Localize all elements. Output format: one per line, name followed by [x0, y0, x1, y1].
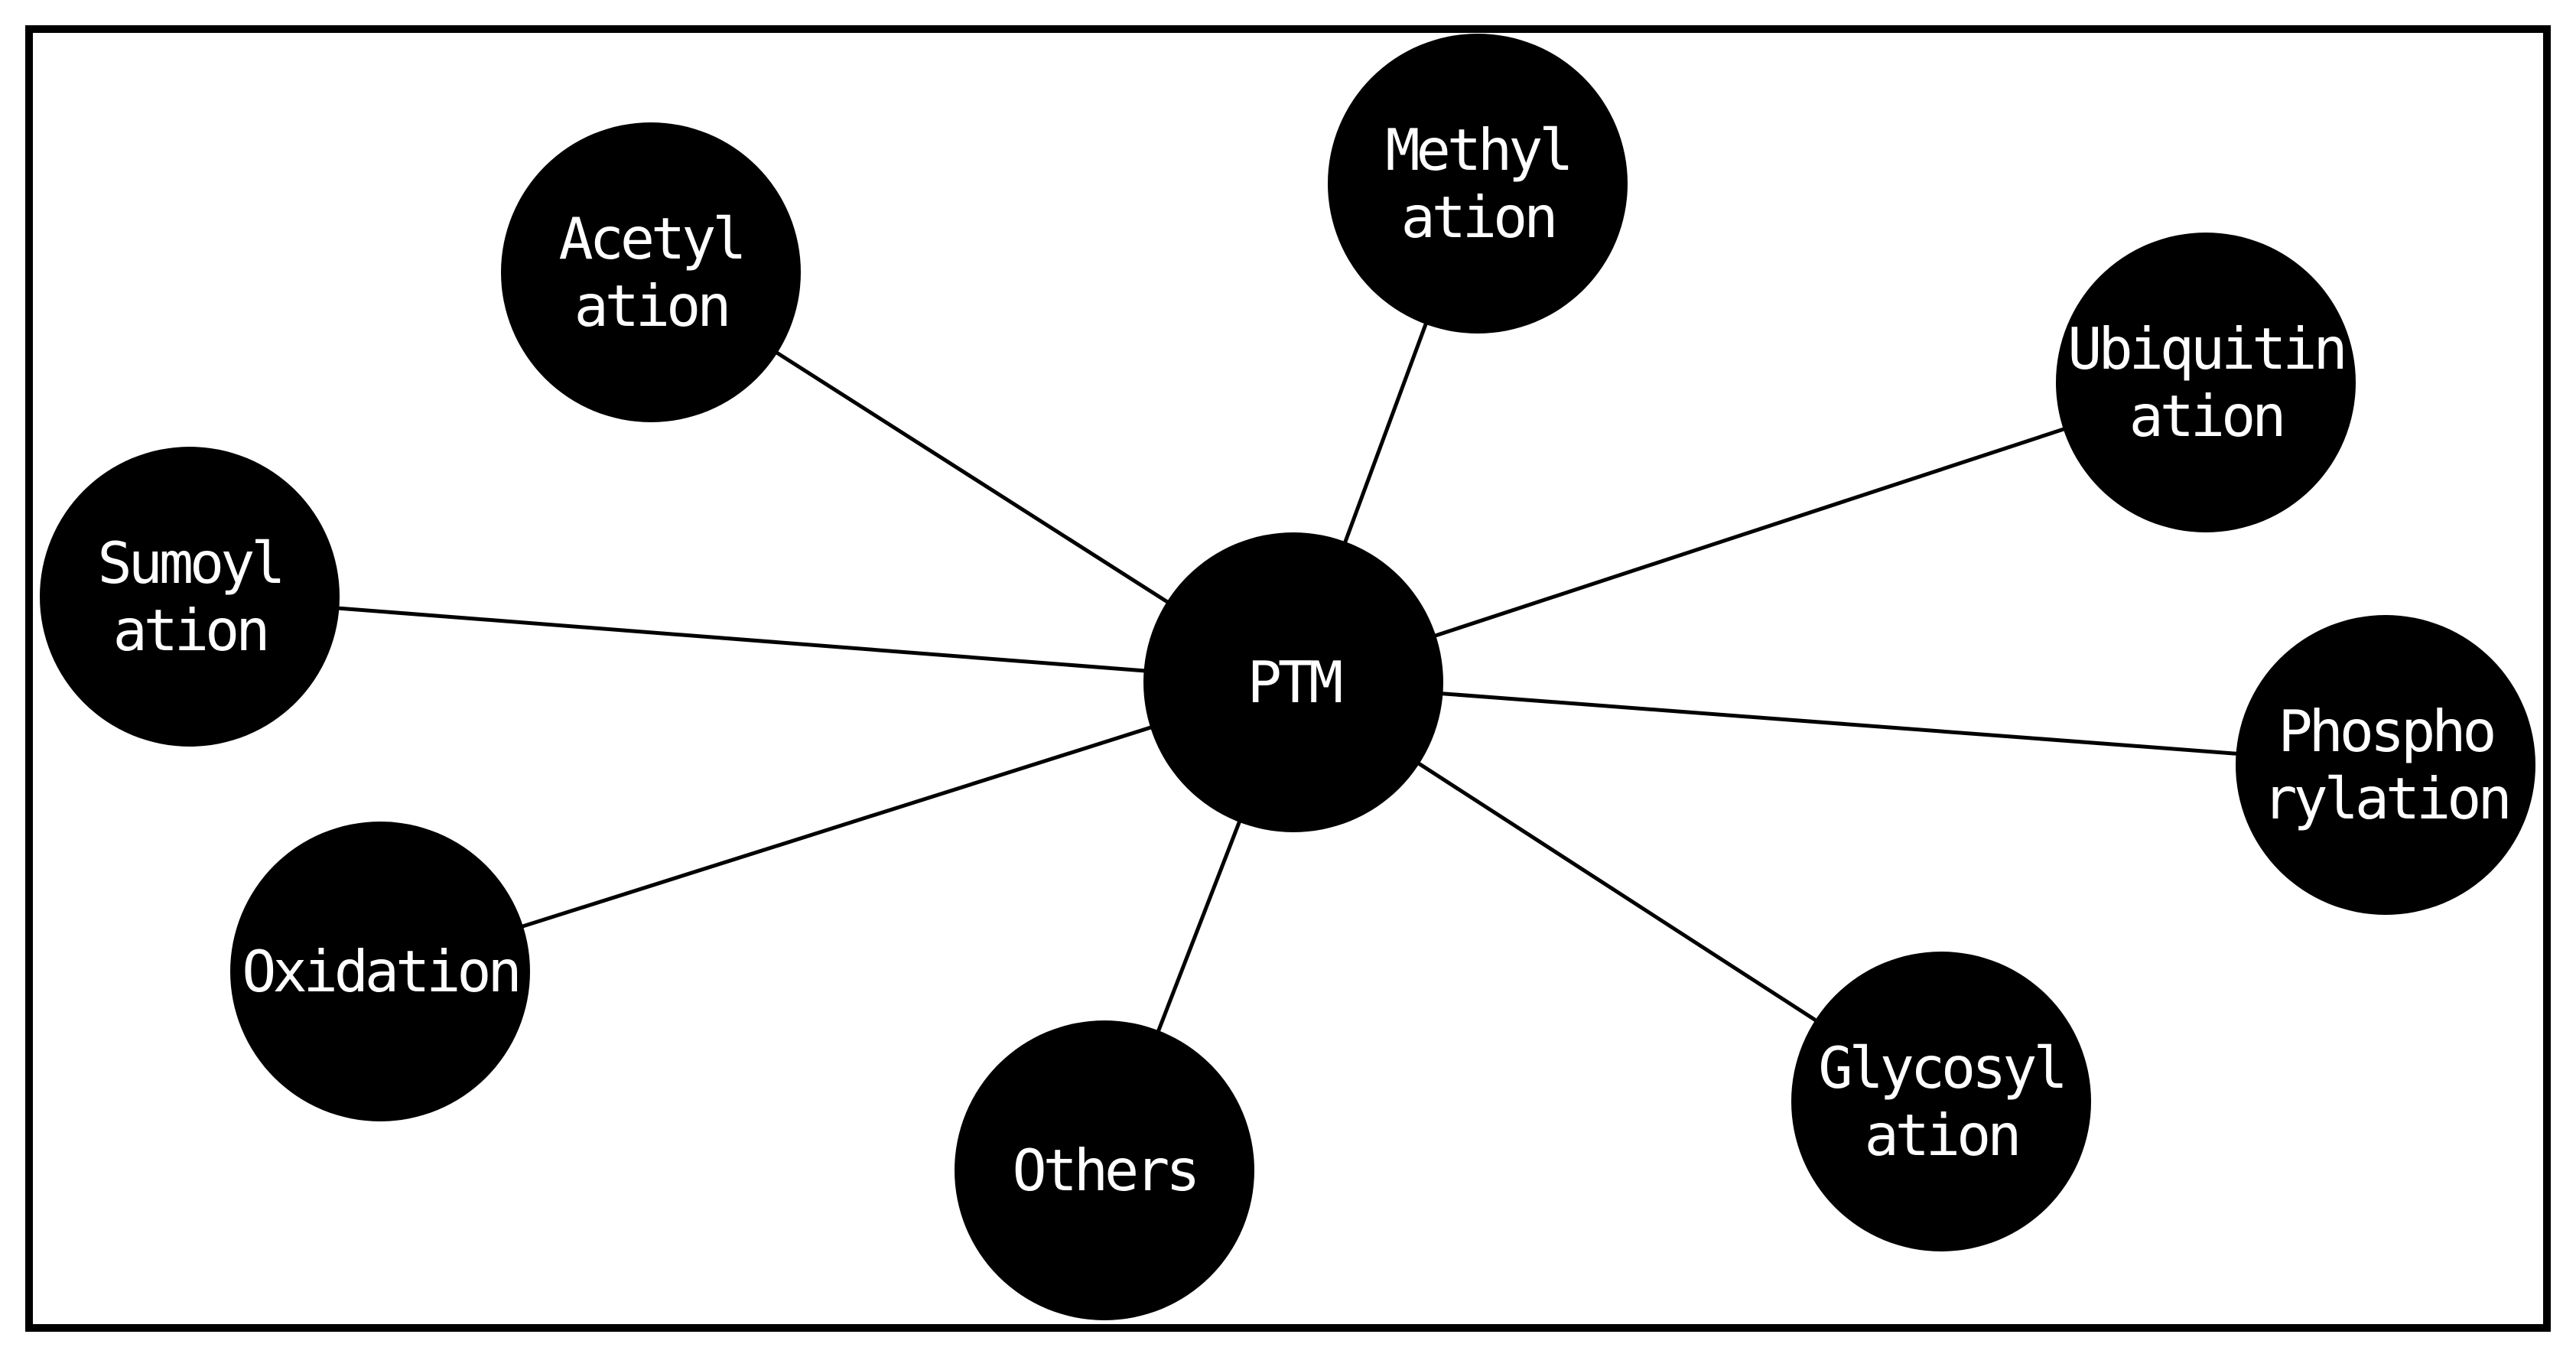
edge-ptm-ubiquitination	[1293, 380, 2207, 685]
node-oxidation: Oxidation	[230, 822, 530, 1121]
node-circle-methylation	[1328, 34, 1628, 334]
node-circle-oxidation	[230, 822, 530, 1121]
frame-border	[25, 25, 2551, 1332]
edge-ptm-sumoylation	[189, 594, 1294, 685]
node-circle-ptm	[1143, 532, 1443, 832]
node-label-ptm: PTM	[1247, 649, 1341, 716]
node-label-oxidation: Oxidation	[242, 938, 518, 1005]
node-circle-ubiquitination	[2056, 233, 2356, 532]
edge-ptm-phosphorylation	[1293, 680, 2386, 767]
node-circle-acetylation	[501, 122, 801, 422]
edge-ptm-oxidation	[379, 680, 1294, 974]
node-circle-others	[955, 1020, 1254, 1320]
node-others: Others	[955, 1020, 1254, 1320]
node-circle-phosphorylation	[2236, 615, 2535, 915]
node-ptm: PTM	[1143, 532, 1443, 832]
node-circle-sumoylation	[40, 447, 340, 747]
node-circle-glycosylation	[1791, 952, 2091, 1251]
node-label-others: Others	[1013, 1137, 1197, 1204]
